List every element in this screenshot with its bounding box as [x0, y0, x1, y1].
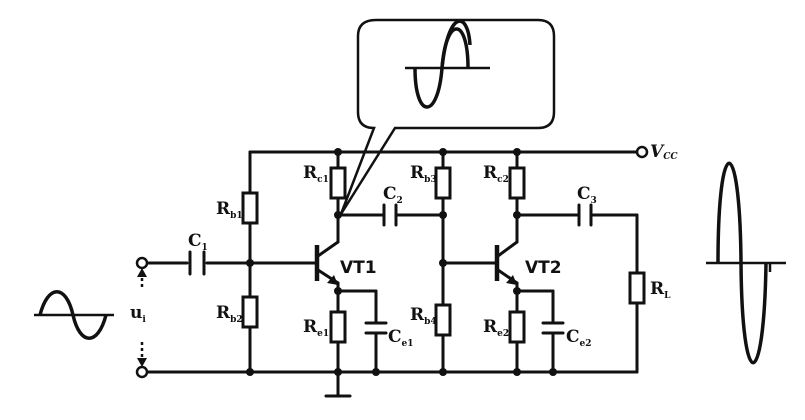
vcc-terminal: [635, 145, 649, 159]
capacitor-Ce2: [541, 321, 565, 335]
label-VT1: VT1: [340, 258, 377, 278]
label-ui: ui: [130, 303, 146, 325]
input-terminal-bottom: [135, 365, 149, 379]
label-RL: RL: [650, 279, 671, 301]
resistor-Rb3: [434, 166, 452, 200]
label-C1: C1: [188, 231, 208, 253]
transistor-VT2: [494, 240, 519, 285]
capacitor-C3: [577, 203, 593, 227]
resistor-Rb1: [241, 191, 259, 225]
label-Vcc: VCC: [650, 142, 678, 162]
resistor-RL: [628, 271, 646, 305]
transistor-VT1: [298, 240, 340, 285]
resistor-Rb4: [434, 303, 452, 337]
label-C3: C3: [577, 184, 597, 206]
input-voltage-arrow: [137, 268, 147, 367]
label-Rb2: Rb2: [216, 303, 243, 325]
label-Rc2: Rc2: [483, 163, 509, 185]
callout-bubble: [339, 18, 556, 215]
capacitor-Ce1: [364, 321, 388, 335]
label-VT2: VT2: [525, 258, 562, 278]
resistor-Rc1: [329, 166, 347, 200]
label-Re1: Re1: [303, 317, 329, 339]
resistor-Re2: [508, 310, 526, 344]
output-sine-wave: [716, 161, 768, 365]
resistor-Re1: [329, 310, 347, 344]
capacitor-C2: [382, 203, 398, 227]
output-waveform: [706, 161, 786, 365]
resistor-Rb2: [241, 295, 259, 329]
label-C2: C2: [383, 184, 403, 206]
label-Rb3: Rb3: [410, 163, 437, 185]
resistor-Rc2: [508, 166, 526, 200]
label-Rb4: Rb4: [410, 305, 437, 327]
input-waveform: [34, 290, 114, 340]
input-terminal-top: [135, 256, 149, 270]
label-Re2: Re2: [483, 317, 509, 339]
label-Rb1: Rb1: [216, 199, 243, 221]
junction-dots: [246, 148, 557, 376]
capacitor-C1: [188, 250, 206, 276]
label-Ce1: Ce1: [388, 327, 414, 349]
label-Rc1: Rc1: [303, 163, 329, 185]
input-sine-wave: [38, 290, 108, 340]
callout-sine-wave-top: [440, 19, 472, 69]
label-Ce2: Ce2: [566, 327, 592, 349]
collector-waveform-callout: [339, 18, 556, 215]
